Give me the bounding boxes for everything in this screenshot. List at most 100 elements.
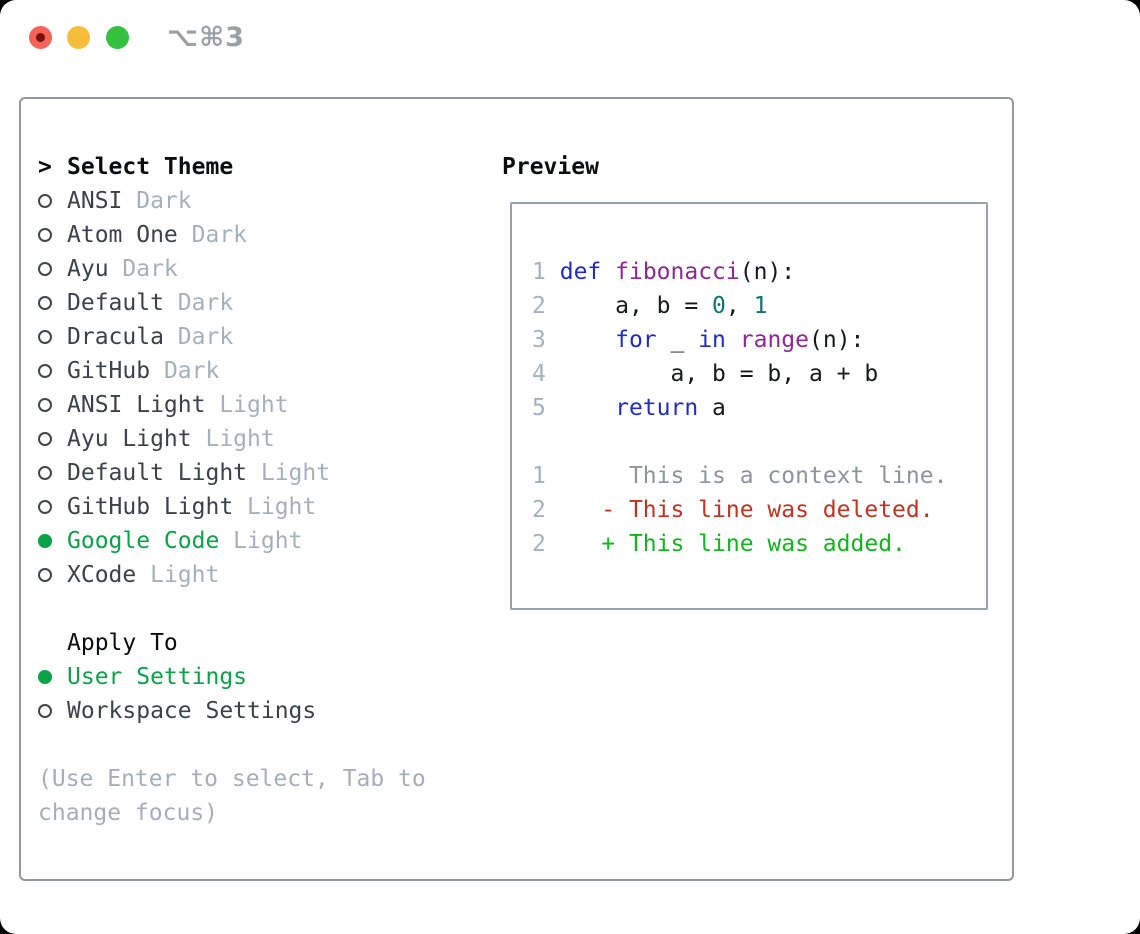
code-line: 2 - This line was deleted.: [532, 493, 947, 527]
theme-list: ANSI Dark Atom One Dark Ayu Dark Default…: [38, 184, 478, 592]
item-label: ANSI Light: [67, 392, 206, 418]
radio-icon: [38, 330, 52, 344]
item-tag: Light: [191, 426, 275, 452]
radio-icon: [38, 228, 52, 242]
code-token: (n):: [739, 259, 796, 285]
code-token: a, b =: [545, 293, 713, 319]
theme-option-5[interactable]: GitHub Dark: [38, 354, 478, 388]
code-token: 2: [532, 531, 546, 557]
theme-option-2[interactable]: Ayu Dark: [38, 252, 478, 286]
item-tag: Dark: [108, 256, 178, 282]
theme-option-3[interactable]: Default Dark: [38, 286, 478, 320]
radio-icon: [38, 670, 52, 684]
radio-icon: [38, 262, 52, 276]
item-label: ANSI: [67, 188, 123, 214]
code-token: 3: [532, 327, 546, 353]
code-token: _: [656, 327, 699, 353]
radio-icon: [38, 466, 52, 480]
radio-icon: [38, 398, 52, 412]
theme-option-9[interactable]: GitHub Light Light: [38, 490, 478, 524]
help-text-line-2: change focus): [38, 800, 219, 826]
close-button[interactable]: [29, 26, 52, 49]
item-label: XCode: [67, 562, 137, 588]
item-label: Google Code: [67, 528, 220, 554]
apply-option-1[interactable]: Workspace Settings: [38, 694, 478, 728]
item-tag: Light: [205, 392, 289, 418]
code-token: This is a context line.: [628, 463, 948, 489]
theme-option-8[interactable]: Default Light Light: [38, 456, 478, 490]
theme-option-6[interactable]: ANSI Light Light: [38, 388, 478, 422]
code-token: a, b = b, a + b: [545, 361, 879, 387]
code-token: [726, 327, 740, 353]
code-token: [546, 327, 615, 353]
code-line: 2 + This line was added.: [532, 527, 947, 561]
theme-option-7[interactable]: Ayu Light Light: [38, 422, 478, 456]
apply-to-list: User Settings Workspace Settings: [38, 660, 478, 728]
item-tag: Dark: [150, 358, 220, 384]
code-token: return: [615, 395, 699, 421]
apply-to-title: Apply To: [67, 630, 178, 656]
code-line: 4 a, b = b, a + b: [532, 357, 947, 391]
item-label: GitHub Light: [67, 494, 234, 520]
apply-to-header-row: Apply To: [38, 626, 478, 660]
apply-option-0[interactable]: User Settings: [38, 660, 478, 694]
code-token: [546, 395, 615, 421]
window-title: ⌥⌘3: [167, 22, 245, 53]
code-token: 0: [712, 293, 726, 319]
theme-option-0[interactable]: ANSI Dark: [38, 184, 478, 218]
item-label: GitHub: [67, 358, 151, 384]
theme-option-1[interactable]: Atom One Dark: [38, 218, 478, 252]
code-token: fibonacci: [615, 259, 740, 285]
code-token: for: [615, 327, 657, 353]
radio-icon: [38, 296, 52, 310]
radio-icon: [38, 432, 52, 446]
code-token: 1: [753, 293, 768, 319]
help-text-line-1: (Use Enter to select, Tab to: [38, 766, 426, 792]
item-tag: Dark: [122, 188, 192, 214]
item-tag: Dark: [163, 324, 234, 350]
theme-list-header-row: > Select Theme: [38, 150, 478, 184]
item-tag: Dark: [163, 290, 234, 316]
code-line: 5 return a: [532, 391, 947, 425]
minimize-button[interactable]: [67, 26, 90, 49]
item-label: Default: [67, 290, 164, 316]
item-tag: Light: [247, 460, 331, 486]
code-token: + This line was added.: [601, 531, 906, 557]
code-line: [532, 425, 947, 459]
item-label: User Settings: [67, 664, 248, 690]
code-token: [546, 531, 601, 557]
code-token: [601, 259, 615, 285]
theme-option-11[interactable]: XCode Light: [38, 558, 478, 592]
code-token: [546, 259, 560, 285]
item-label: Workspace Settings: [67, 698, 317, 724]
item-label: Ayu Light: [67, 426, 192, 452]
spacer: [38, 592, 478, 626]
radio-icon: [38, 534, 52, 548]
code-token: in: [698, 327, 726, 353]
code-token: 1: [532, 259, 546, 285]
code-token: range: [739, 327, 810, 353]
code-token: (n):: [809, 327, 865, 353]
code-token: def: [559, 259, 602, 285]
cursor-icon: >: [38, 154, 52, 180]
code-token: 1: [532, 463, 546, 489]
item-label: Atom One: [67, 222, 178, 248]
zoom-button[interactable]: [106, 26, 129, 49]
item-tag: Light: [136, 562, 220, 588]
item-tag: Dark: [177, 222, 248, 248]
item-tag: Light: [233, 494, 317, 520]
code-token: [546, 497, 601, 523]
main-panel: > Select Theme ANSI Dark Atom One Dark A…: [19, 97, 1014, 881]
theme-option-10[interactable]: Google Code Light: [38, 524, 478, 558]
code-line: 3 for _ in range(n):: [532, 323, 947, 357]
radio-icon: [38, 704, 52, 718]
code-token: 4: [532, 361, 546, 387]
theme-list-title: Select Theme: [67, 154, 234, 180]
code-token: - This line was deleted.: [601, 497, 934, 523]
item-label: Dracula: [67, 324, 164, 350]
code-token: 5: [532, 395, 546, 421]
theme-option-4[interactable]: Dracula Dark: [38, 320, 478, 354]
